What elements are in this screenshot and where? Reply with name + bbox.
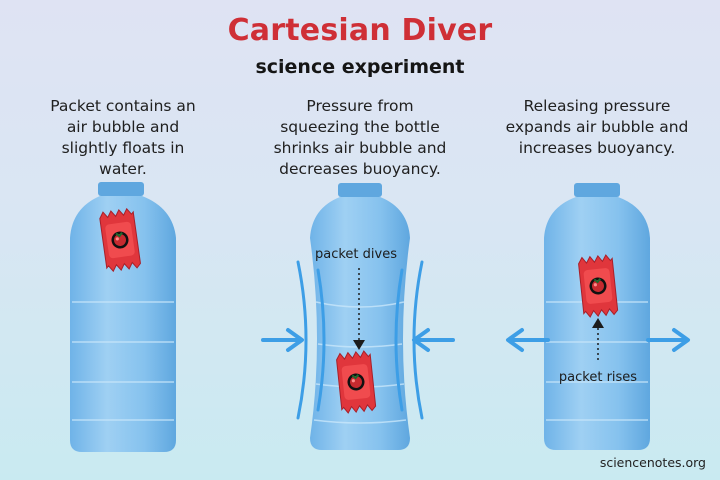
push-arrow-left <box>261 328 304 352</box>
push-arrow-right <box>412 328 455 352</box>
rise-pointer-arrowhead <box>592 318 604 328</box>
annotation-packet-rises: packet rises <box>559 370 637 385</box>
caption-line: expands air bubble and <box>505 118 689 136</box>
caption-line: Pressure from <box>306 97 414 115</box>
bottle-1 <box>70 182 176 452</box>
release-arrow-right <box>646 328 690 352</box>
caption-line: decreases buoyancy. <box>279 160 441 178</box>
caption-line: Packet contains an <box>50 97 196 115</box>
caption-line: squeezing the bottle <box>280 118 440 136</box>
caption-line: water. <box>99 160 147 178</box>
caption-line: increases buoyancy. <box>518 139 676 157</box>
dive-pointer-arrowhead <box>353 340 365 350</box>
packet-2 <box>334 349 378 415</box>
caption-panel-2: Pressure from squeezing the bottle shrin… <box>248 96 472 180</box>
caption-line: shrinks air bubble and <box>273 139 447 157</box>
caption-panel-1: Packet contains an air bubble and slight… <box>18 96 228 180</box>
caption-line: air bubble and <box>66 118 180 136</box>
packet-3 <box>576 253 620 319</box>
annotation-packet-dives: packet dives <box>315 247 397 262</box>
bottle-3 <box>544 183 650 450</box>
caption-line: slightly floats in <box>61 139 185 157</box>
bottle-2 <box>310 183 410 450</box>
source-credit: sciencenotes.org <box>599 455 706 470</box>
release-arrow-left <box>506 328 550 352</box>
caption-line: Releasing pressure <box>523 97 671 115</box>
title: Cartesian Diver <box>227 13 493 48</box>
caption-panel-3: Releasing pressure expands air bubble an… <box>486 96 708 159</box>
subtitle: science experiment <box>255 56 465 78</box>
